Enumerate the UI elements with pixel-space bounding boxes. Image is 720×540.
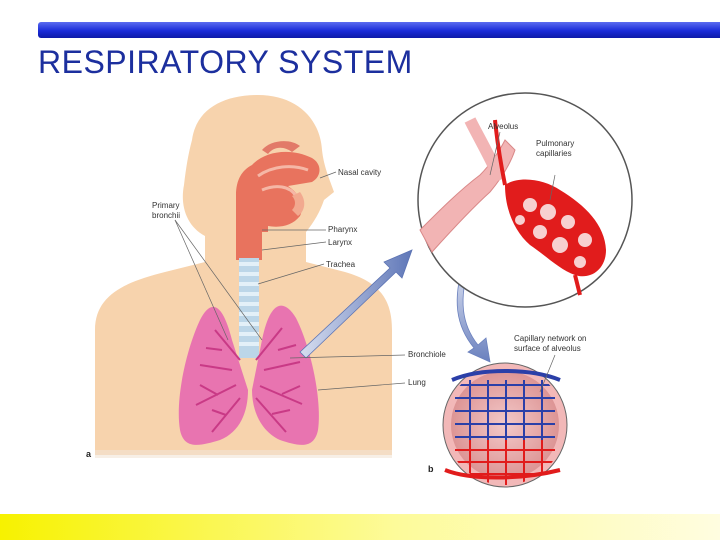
label-primary-bronchii-line2: bronchii xyxy=(152,211,180,220)
label-lung: Lung xyxy=(408,378,426,387)
left-lung-shape xyxy=(178,306,248,445)
panel-label-a: a xyxy=(86,449,92,459)
header-accent-bar xyxy=(38,22,720,38)
label-pulmonary-line1: Pulmonary xyxy=(536,139,574,148)
leader-lines xyxy=(174,131,556,393)
label-bronchiole: Bronchiole xyxy=(408,350,446,359)
arrow-to-alveolus xyxy=(299,249,413,359)
alveolus-inset xyxy=(417,92,633,308)
label-capillary-network-line2: surface of alveolus xyxy=(514,344,581,353)
panel-label-b: b xyxy=(428,464,434,474)
slide-title: RESPIRATORY SYSTEM xyxy=(38,44,413,80)
label-alveolus: Alveolus xyxy=(488,122,518,131)
label-primary-bronchii-line1: Primary xyxy=(152,201,180,210)
label-larynx: Larynx xyxy=(328,238,352,247)
footer-accent-bar xyxy=(0,514,720,540)
label-nasal-cavity: Nasal cavity xyxy=(338,168,381,177)
right-lung-shape xyxy=(252,305,319,445)
label-pulmonary-line2: capillaries xyxy=(536,149,572,158)
label-pharynx: Pharynx xyxy=(328,225,357,234)
label-trachea: Trachea xyxy=(326,260,356,269)
label-capillary-network-line1: Capillary network on xyxy=(514,334,586,343)
pharynx-larynx-tube xyxy=(236,228,262,260)
nasal-cavity-shape xyxy=(236,141,320,232)
arrow-to-capillary xyxy=(456,261,491,363)
trachea-shape xyxy=(239,258,259,358)
capillary-network-inset xyxy=(442,362,568,488)
